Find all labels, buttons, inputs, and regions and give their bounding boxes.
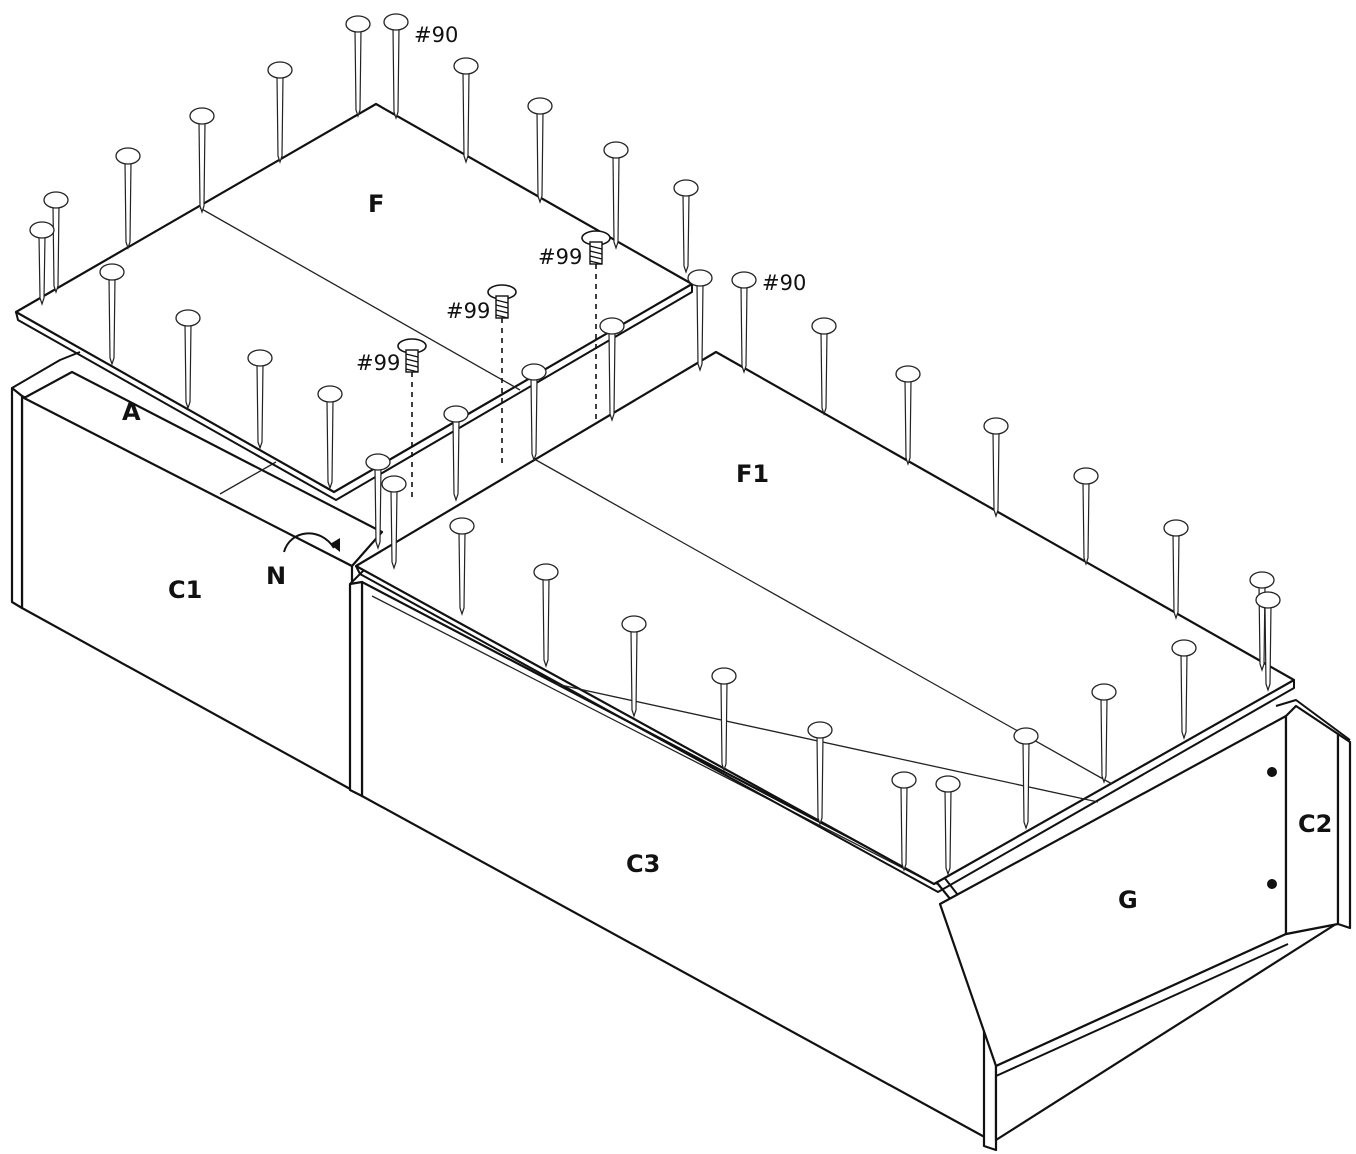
nail-icon — [521, 363, 547, 462]
nail-icon — [267, 61, 293, 164]
nail-icon — [115, 147, 141, 250]
nail-icon — [673, 179, 699, 274]
panel-c1-edge — [10, 386, 24, 610]
panel-f1-group — [354, 350, 1296, 893]
arrow-n-head — [330, 538, 340, 552]
label-screw-3: #99 — [538, 245, 582, 269]
label-c3: C3 — [626, 850, 660, 878]
nail-icon — [711, 667, 737, 772]
nail-icon — [383, 13, 409, 120]
nail-icon — [891, 771, 917, 872]
label-f1: F1 — [736, 460, 769, 488]
panel-c3-edge-left — [348, 580, 364, 798]
nail-icon — [527, 97, 553, 204]
label-screw-2: #99 — [446, 299, 490, 323]
nail-icon — [983, 417, 1009, 518]
nail-icon — [381, 475, 407, 570]
nail-icon — [43, 191, 69, 294]
nail-icon — [895, 365, 921, 466]
nail-icon — [443, 405, 469, 502]
nail-icon — [533, 563, 559, 668]
cabinet-body — [10, 351, 1352, 1152]
nail-icon — [175, 309, 201, 410]
nail-icon — [99, 263, 125, 366]
nail-icon — [811, 317, 837, 416]
nail-icon — [687, 269, 713, 372]
nail-icon — [453, 57, 479, 164]
label-c1: C1 — [168, 576, 202, 604]
nail-icon — [29, 221, 55, 306]
nail-icon — [935, 775, 961, 876]
nail-icon — [599, 317, 625, 422]
screws — [397, 230, 611, 500]
nail-icon — [1171, 639, 1197, 740]
nail-icon — [1073, 467, 1099, 566]
panel-c2-edge — [1336, 732, 1352, 930]
nail-icon — [1013, 727, 1039, 830]
screw-icon — [581, 230, 611, 265]
nail-icon — [247, 349, 273, 450]
nail-icon — [317, 385, 343, 490]
label-nail-right: #90 — [762, 271, 806, 295]
nail-icon — [1163, 519, 1189, 620]
nail-icon — [365, 453, 391, 550]
panel-f-group — [14, 102, 694, 501]
nail-icon — [621, 615, 647, 718]
screw-icon — [397, 338, 427, 373]
label-nail-top: #90 — [414, 23, 458, 47]
hole-lower — [1267, 879, 1277, 889]
screw-icon — [487, 284, 517, 319]
label-f: F — [368, 190, 384, 218]
hole-upper — [1267, 767, 1277, 777]
nail-icon — [731, 271, 757, 374]
nail-icon — [189, 107, 215, 214]
label-screw-1: #99 — [356, 351, 400, 375]
nail-icon — [1255, 591, 1281, 692]
label-n: N — [266, 562, 286, 590]
label-c2: C2 — [1298, 810, 1332, 838]
nail-icon — [807, 721, 833, 826]
nails — [29, 13, 1281, 876]
arrow-n — [283, 532, 335, 553]
nail-icon — [345, 15, 371, 118]
label-g: G — [1118, 886, 1138, 914]
nail-icon — [449, 517, 475, 616]
nail-icon — [603, 141, 629, 250]
label-a: A — [122, 398, 141, 426]
panel-a-top — [22, 370, 384, 568]
nail-icon — [1091, 683, 1117, 784]
